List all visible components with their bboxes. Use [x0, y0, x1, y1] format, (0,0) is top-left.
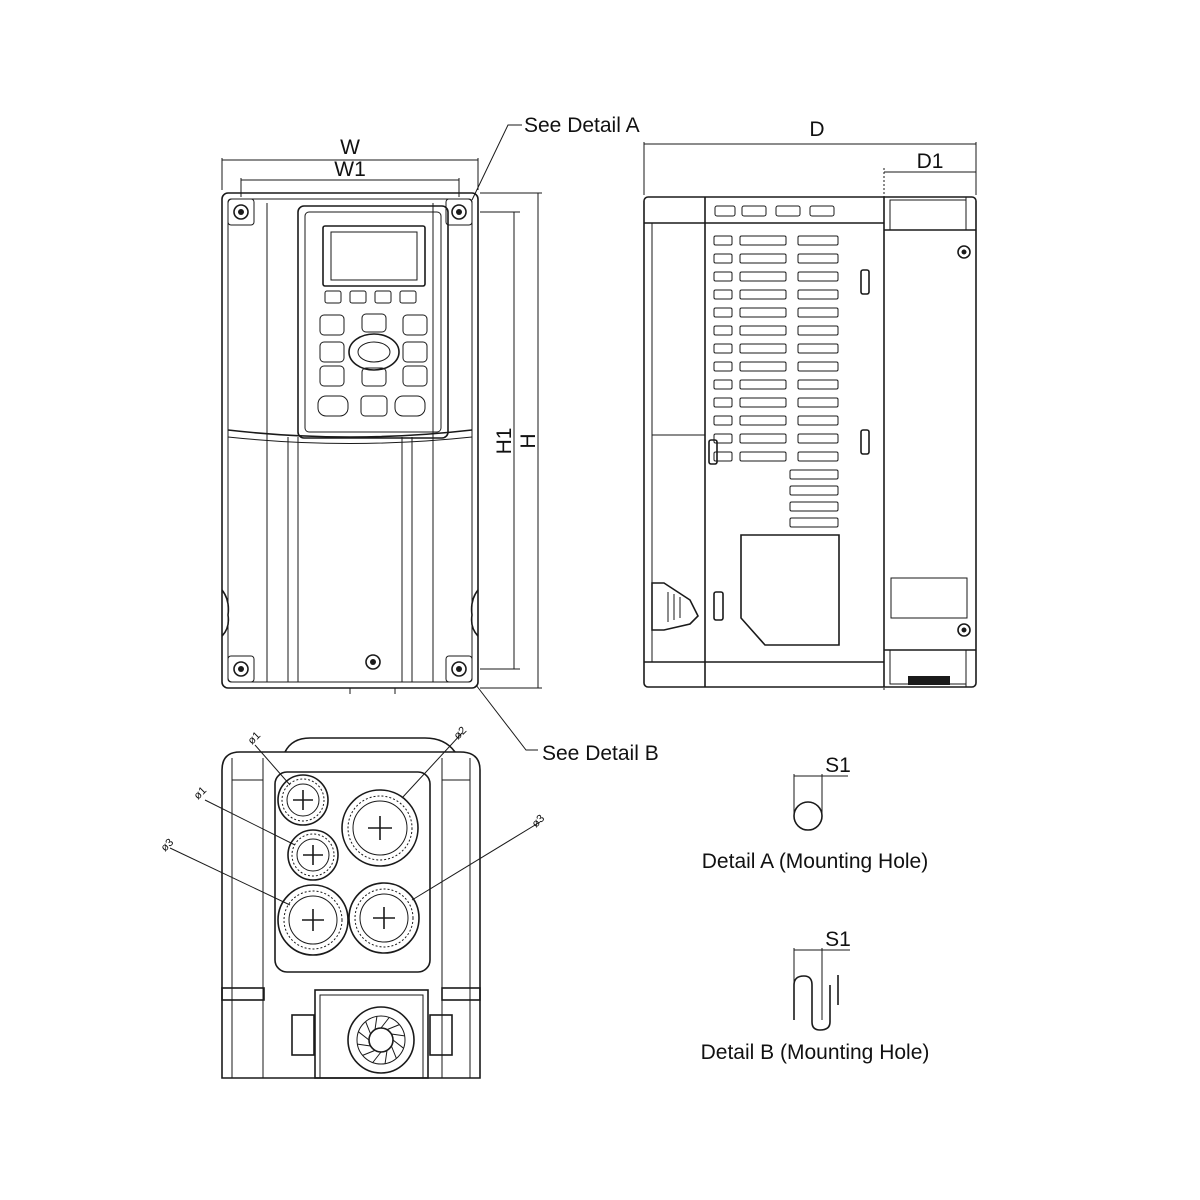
- vent-slot: [797, 325, 839, 336]
- detail-a: [793, 774, 848, 831]
- ventilation-slots: [713, 235, 839, 528]
- vent-slot: [713, 271, 733, 282]
- label-d1: D1: [917, 150, 944, 173]
- vent-slot: [713, 397, 733, 408]
- caption-detail-b: Detail B (Mounting Hole): [701, 1041, 930, 1064]
- vent-slot: [797, 433, 839, 444]
- fan-blade: [390, 1045, 397, 1059]
- label-h1: H1: [493, 428, 516, 455]
- cooling-fan: [347, 1006, 415, 1074]
- vent-slot: [797, 415, 839, 426]
- dimension-lines-side: [643, 142, 977, 195]
- vent-slot: [789, 501, 839, 512]
- vent-slot: [739, 307, 787, 318]
- side-view: [643, 168, 977, 692]
- label-d: D: [809, 118, 824, 141]
- vent-slot: [789, 485, 839, 496]
- vent-slot: [797, 361, 839, 372]
- vent-slot: [739, 271, 787, 282]
- label-phi3-right: ø3: [530, 813, 548, 831]
- vent-slot: [713, 433, 733, 444]
- fan-blade: [362, 1049, 376, 1056]
- mounting-corner-br: [445, 655, 473, 683]
- vent-slot: [713, 289, 733, 300]
- mounting-corner-tl: [227, 198, 255, 226]
- fan-blade: [392, 1039, 404, 1049]
- vent-slot: [797, 271, 839, 282]
- cable-gland-2: [287, 829, 339, 881]
- mounting-corner-tr: [445, 198, 473, 226]
- vent-slot: [739, 289, 787, 300]
- vent-slot: [739, 253, 787, 264]
- fan-blade: [380, 1017, 390, 1029]
- vent-slot: [739, 433, 787, 444]
- vent-slot: [739, 361, 787, 372]
- cable-gland-1: [277, 774, 329, 826]
- vent-slot: [739, 343, 787, 354]
- vent-slot: [713, 325, 733, 336]
- label-see-detail-b: See Detail B: [542, 742, 659, 765]
- mounting-corner-bl: [227, 655, 255, 683]
- fan-blade: [374, 1016, 378, 1030]
- label-phi3-left: ø3: [159, 837, 177, 855]
- bottom-view: [169, 732, 541, 1079]
- fan-blade: [372, 1051, 382, 1063]
- vent-slot: [739, 325, 787, 336]
- vent-slot: [713, 379, 733, 390]
- dimension-lines-front: [221, 124, 542, 751]
- vent-slot: [739, 415, 787, 426]
- fan-blade: [386, 1024, 400, 1031]
- cable-gland-3: [341, 789, 419, 867]
- vent-slot: [713, 307, 733, 318]
- front-view: [221, 192, 479, 694]
- label-phi1-left: ø1: [192, 785, 210, 803]
- label-see-detail-a: See Detail A: [524, 114, 640, 137]
- label-w: W: [340, 136, 360, 159]
- vent-slot: [739, 397, 787, 408]
- vent-slot: [713, 451, 733, 462]
- fan-blade: [358, 1031, 370, 1041]
- fan-blade: [365, 1021, 372, 1035]
- vent-slot: [713, 253, 733, 264]
- vent-slot: [797, 253, 839, 264]
- vent-slot: [797, 451, 839, 462]
- vent-slot: [797, 343, 839, 354]
- label-h: H: [517, 433, 540, 448]
- vent-slot: [789, 469, 839, 480]
- vent-slot: [739, 451, 787, 462]
- caption-detail-a: Detail A (Mounting Hole): [702, 850, 928, 873]
- fan-blade: [357, 1043, 371, 1047]
- vent-slot: [797, 289, 839, 300]
- cable-gland-4: [277, 884, 349, 956]
- vent-slot: [713, 415, 733, 426]
- label-w1: W1: [334, 158, 366, 181]
- vent-slot: [739, 379, 787, 390]
- vent-slot: [739, 235, 787, 246]
- vent-slot: [797, 379, 839, 390]
- vent-slot: [797, 307, 839, 318]
- labels: W W1 See Detail A See Detail B H1 H D D1…: [159, 114, 944, 1064]
- vent-slot: [713, 235, 733, 246]
- vent-slot: [797, 397, 839, 408]
- vent-slot: [713, 361, 733, 372]
- fan-blade: [391, 1033, 405, 1037]
- detail-b: [793, 948, 850, 1031]
- vent-slot: [797, 235, 839, 246]
- vent-slot: [713, 343, 733, 354]
- label-s1-detail-b: S1: [825, 928, 851, 951]
- cable-gland-5: [348, 882, 420, 954]
- label-phi2-top: ø2: [452, 725, 470, 743]
- label-phi1-top: ø1: [246, 730, 264, 748]
- vent-slot: [789, 517, 839, 528]
- label-s1-detail-a: S1: [825, 754, 851, 777]
- fan-blade: [384, 1050, 388, 1064]
